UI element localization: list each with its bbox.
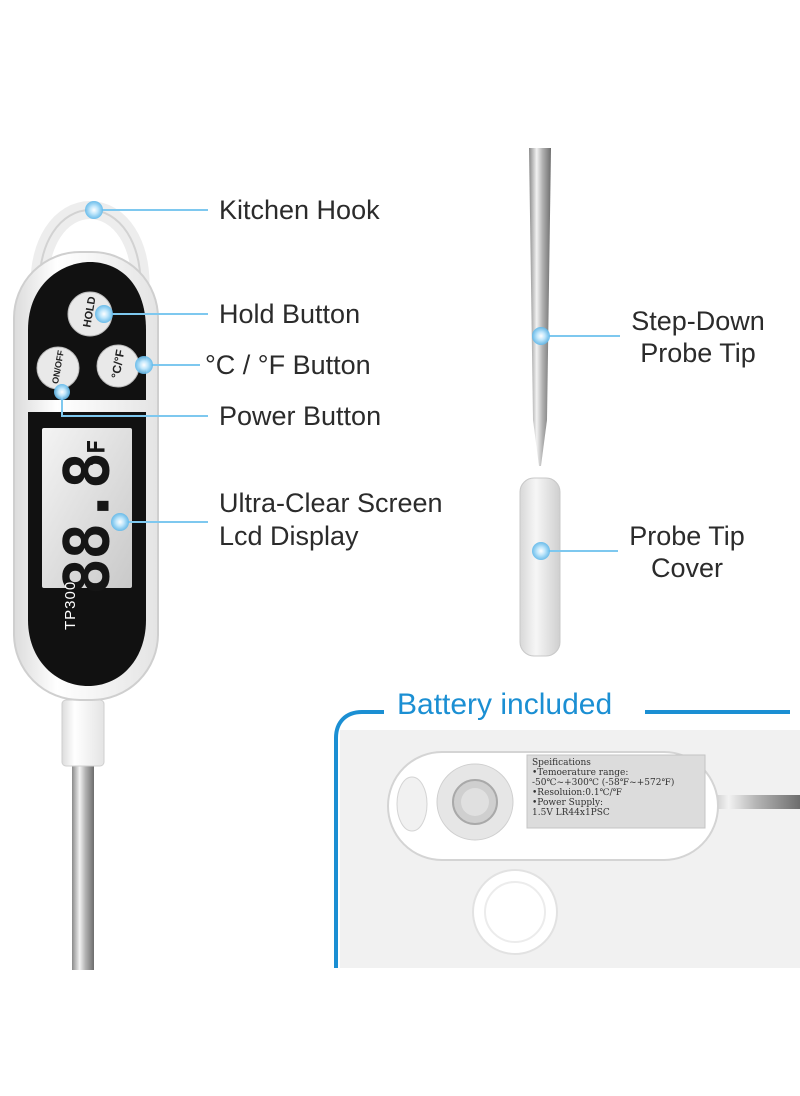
probe-tip-shaft [529, 148, 551, 466]
spec-line: •Temoerature range: [532, 768, 629, 778]
inset-frame-left [334, 710, 384, 968]
lcd-unit: °F [82, 439, 111, 469]
spec-line: •Resoluion:0.1℃/℉ [532, 788, 623, 798]
hold-pointer-dot [95, 305, 113, 323]
probe-tip [529, 148, 551, 466]
battery-inset [334, 710, 800, 968]
label-screen-line1: Ultra-Clear Screen [219, 488, 443, 518]
label-cover-line1: Probe Tip [629, 521, 745, 551]
screen-pointer-dot [111, 513, 129, 531]
spec-label-plate [526, 754, 706, 829]
spec-line: Speifications [532, 758, 591, 768]
label-unit-button: °C / °F Button [205, 350, 371, 380]
tip-pointer-dot [532, 327, 550, 345]
probe-neck [61, 699, 105, 767]
probe-shaft [72, 760, 94, 970]
pointer-lines [61, 209, 620, 552]
label-power-button: Power Button [219, 401, 382, 431]
cover-pointer-dot [532, 542, 550, 560]
spec-line: -50℃~+300℃ (-58℉~+572℉) [532, 778, 675, 788]
label-hold-button: Hold Button [219, 299, 361, 329]
label-tip-line2: Probe Tip [640, 338, 756, 368]
label-cover-line2: Cover [650, 553, 724, 583]
probe-tip-cover [519, 477, 561, 657]
model-label: TP300 [62, 580, 79, 630]
label-kitchen-hook: Kitchen Hook [219, 195, 380, 225]
pointer-dots [54, 201, 550, 560]
battery-title: Battery included [397, 688, 613, 721]
label-screen-line2: Lcd Display [219, 521, 359, 551]
spec-text: Speifications •Temoerature range: -50℃~+… [532, 758, 712, 818]
spec-line: 1.5V LR44x1PSC [532, 808, 610, 818]
lcd-display [42, 428, 132, 588]
hook-pointer-dot [85, 201, 103, 219]
label-tip-line1: Step-Down [631, 306, 765, 336]
power-pointer-dot [54, 384, 70, 400]
spec-line: •Power Supply: [532, 798, 604, 808]
lcd-digits: 88.8 [50, 453, 124, 596]
unit-pointer-dot [135, 356, 153, 374]
